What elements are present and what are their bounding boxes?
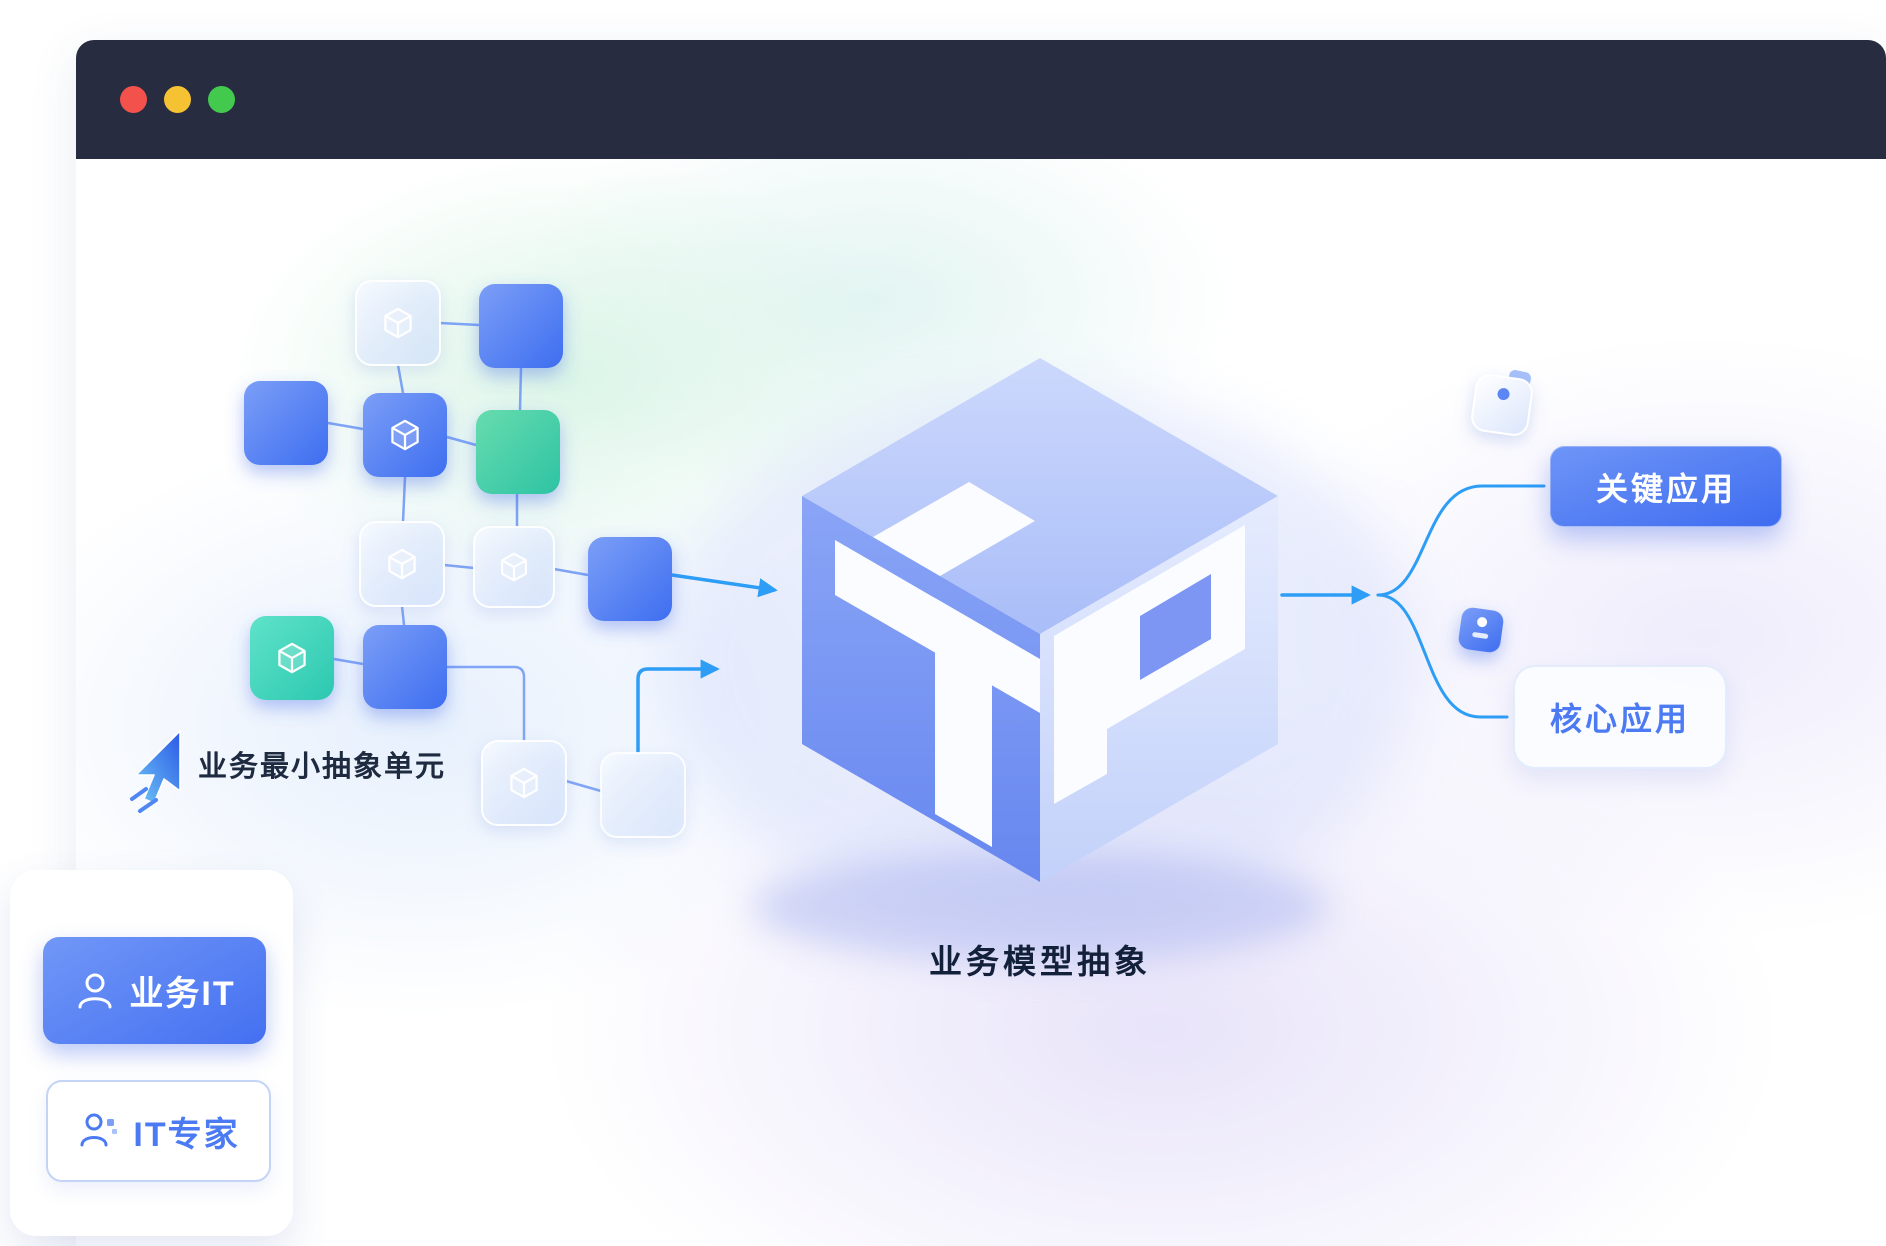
abstract-cube — [802, 358, 1278, 882]
cube-logo — [835, 482, 1245, 847]
minimize-button[interactable] — [164, 86, 191, 113]
window-content: 业务最小抽象单元 业务模型抽象 关键应用 核心应用 — [76, 159, 1886, 1246]
cursor-icon — [130, 730, 181, 813]
unit-grid — [244, 280, 686, 838]
connector-lines — [327, 321, 602, 793]
person-icon — [78, 973, 112, 1008]
cube-icon — [391, 419, 419, 451]
diagram-canvas — [130, 280, 1546, 963]
unit-node — [479, 284, 563, 368]
cube-icon — [384, 307, 412, 339]
unit-node — [244, 381, 328, 465]
key-application-box: 关键应用 — [1550, 446, 1782, 527]
cube-icon — [501, 552, 527, 582]
cube-icon — [388, 548, 416, 580]
maximize-button[interactable] — [208, 86, 235, 113]
tag-icon-key — [1471, 370, 1533, 436]
roles-card: 业务IT IT专家 — [10, 870, 293, 1236]
business-it-badge: 业务IT — [43, 937, 266, 1044]
expert-person-icon — [80, 1113, 118, 1147]
business-it-label: 业务IT — [129, 975, 236, 1013]
browser-window: 业务最小抽象单元 业务模型抽象 关键应用 核心应用 — [76, 40, 1886, 1246]
window-titlebar — [76, 40, 1886, 159]
unit-node — [363, 625, 447, 709]
cube-icon — [510, 767, 538, 799]
cube-icon — [278, 642, 306, 674]
unit-node — [588, 537, 672, 621]
close-button[interactable] — [120, 86, 147, 113]
it-expert-label: IT专家 — [133, 1115, 240, 1154]
unit-node — [476, 410, 560, 494]
unit-label: 业务最小抽象单元 — [198, 751, 447, 783]
unit-node — [600, 752, 686, 838]
core-application-box: 核心应用 — [1513, 665, 1727, 769]
model-label: 业务模型抽象 — [929, 943, 1151, 980]
it-expert-badge: IT专家 — [46, 1080, 271, 1182]
flow-arrows — [636, 484, 1546, 753]
tag-icon-core — [1458, 607, 1504, 653]
